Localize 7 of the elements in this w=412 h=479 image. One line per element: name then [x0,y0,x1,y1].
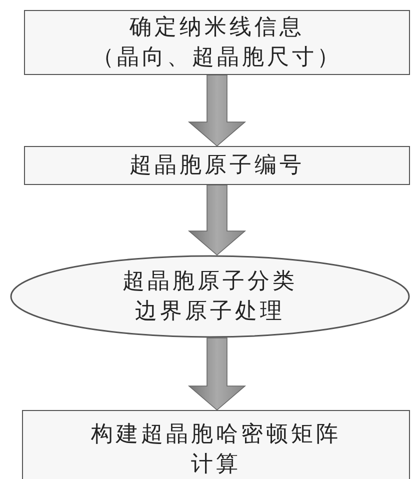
block-arrow [188,74,246,147]
process-box: 超晶胞原子编号 [24,146,410,185]
block-arrow [188,338,246,411]
block-arrow [188,184,246,256]
process-ellipse: 超晶胞原子分类边界原子处理 [10,255,410,338]
process-box: 确定纳米线信息（晶向、超晶胞尺寸） [24,10,410,75]
process-box: 构建超晶胞哈密顿矩阵计算 [22,410,410,479]
